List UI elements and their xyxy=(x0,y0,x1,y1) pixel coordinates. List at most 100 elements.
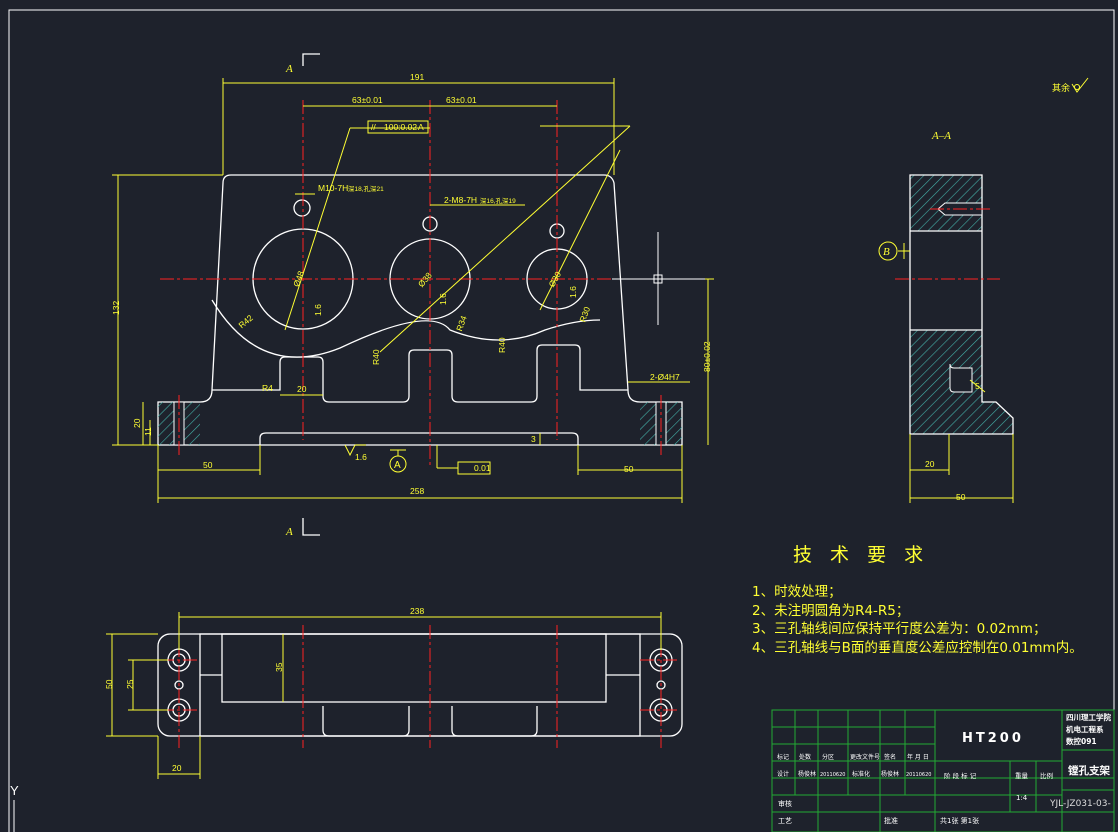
datum-a-circle xyxy=(389,455,407,473)
dim-parallelism-datum: A xyxy=(418,122,424,132)
requirements-title: 技 术 要 求 xyxy=(793,544,930,566)
side-dim-20: 20 xyxy=(925,459,935,469)
title-row1-c5: 签名 xyxy=(884,753,896,761)
thread-hole-left xyxy=(293,199,311,217)
dim-r34: R34 xyxy=(454,314,469,332)
title-sheets: 共1张 第1张 xyxy=(940,816,979,825)
title-review: 审核 xyxy=(778,799,792,808)
dim-thread-2: 2-M8-7H xyxy=(444,195,477,205)
dim-bore-rough-b: 1.6 xyxy=(438,293,448,305)
datum-a-label: A xyxy=(394,460,401,471)
dim-total-258: 258 xyxy=(410,486,424,496)
title-row2-c3: 20110620 xyxy=(820,772,845,778)
title-row2-c5: 杨俊林 xyxy=(881,770,899,778)
dim-h11: 11 xyxy=(143,427,153,436)
dim-thread-1-depth: 深18,孔深21 xyxy=(348,184,384,193)
dim-parallelism-symbol: // xyxy=(371,122,376,132)
title-stage-1: 阶 段 标 记 xyxy=(944,771,977,780)
roughness-symbol-icon xyxy=(1071,77,1089,93)
front-body-outline xyxy=(157,174,683,446)
side-view xyxy=(909,174,1014,435)
requirement-3: 3、三孔轴线间应保持平行度公差为：0.02mm； xyxy=(752,621,1047,637)
side-pocket xyxy=(949,363,973,393)
front-dimensions xyxy=(112,78,714,503)
dim-r40a: R40 xyxy=(371,349,381,365)
front-view xyxy=(157,174,683,446)
title-row1-c2: 处数 xyxy=(799,753,811,761)
dim-r40b: R40 xyxy=(497,337,507,353)
requirement-2: 2、未注明圆角为R4-R5； xyxy=(752,603,910,619)
title-row1-c6: 年 月 日 xyxy=(907,753,929,761)
side-dim-5: 5 xyxy=(975,381,980,391)
dim-parallelism-value: 100:0.02 xyxy=(384,122,417,132)
title-material: HT200 xyxy=(962,731,1024,746)
top-dim-50: 50 xyxy=(104,679,114,689)
requirement-1: 1、时效处理； xyxy=(752,584,842,600)
top-dim-238: 238 xyxy=(410,606,424,616)
dim-bore-rough-c: 1.6 xyxy=(568,286,578,298)
side-hatch-foot xyxy=(982,402,1013,434)
title-approve: 批准 xyxy=(884,816,898,825)
section-title: A–A xyxy=(931,130,951,142)
dim-bore-2: Ø38 xyxy=(416,270,434,289)
dim-r4: R4 xyxy=(262,383,273,393)
title-row2-c1: 设计 xyxy=(777,770,789,778)
section-mark-bottom: A xyxy=(285,526,293,538)
dim-w20: 20 xyxy=(297,384,307,394)
dim-spacing-right: 63±0.01 xyxy=(446,95,477,105)
title-row2-c2: 杨俊林 xyxy=(798,770,816,778)
dim-r42: R42 xyxy=(236,312,255,330)
title-school-1: 四川理工学院 xyxy=(1066,712,1111,722)
top-view xyxy=(157,633,683,737)
title-drawing-no: YJL-JZ031-03- xyxy=(1049,799,1111,809)
top-dim-35: 35 xyxy=(274,662,284,672)
dim-thread-1: M10-7H xyxy=(318,183,348,193)
dim-h3: 3 xyxy=(531,434,536,444)
title-school-3: 数控091 xyxy=(1066,736,1097,746)
title-row1-c1: 标记 xyxy=(777,753,789,761)
title-part-name: 镗孔支架 xyxy=(1068,764,1110,777)
boss-arcs xyxy=(211,299,601,358)
roughness-circle-icon xyxy=(1074,84,1080,90)
dim-spacing-left: 63±0.01 xyxy=(352,95,383,105)
title-scale: 1:4 xyxy=(1016,794,1028,802)
section-mark-top: A xyxy=(285,63,293,75)
dim-dowel: 2-Ø4H7 xyxy=(650,372,680,382)
title-block xyxy=(771,709,1115,832)
dim-thread-2-depth: 深16,孔深19 xyxy=(480,196,516,205)
side-dim-50: 50 xyxy=(956,492,966,502)
dim-height-80: 80±0.02 xyxy=(702,341,712,372)
sheet-border xyxy=(8,9,1115,832)
bottom-slot xyxy=(259,432,579,445)
dim-rough-16: 1.6 xyxy=(355,452,367,462)
dim-w50-right: 50 xyxy=(624,464,634,474)
dim-bore-rough-a: 1.6 xyxy=(313,304,323,316)
crosshair-cursor-icon xyxy=(612,232,705,325)
dim-flatness: 0.01 xyxy=(474,463,491,473)
dim-overall-width: 191 xyxy=(410,72,424,82)
title-row1-c3: 分区 xyxy=(822,753,834,761)
title-stage-2: 重量 xyxy=(1015,772,1029,780)
title-row2-c4: 标准化 xyxy=(852,770,870,778)
top-centerlines xyxy=(160,620,680,748)
title-row1-c4: 更改文件号 xyxy=(850,753,880,761)
title-process: 工艺 xyxy=(778,817,792,825)
top-dim-20: 20 xyxy=(172,763,182,773)
ucs-y-label: Y xyxy=(10,783,19,798)
requirement-4: 4、三孔轴线与B面的垂直度公差应控制在0.01mm内。 xyxy=(752,640,1083,656)
side-centerlines xyxy=(895,208,1000,280)
title-row2-c6: 20110620 xyxy=(906,772,931,778)
side-dimensions xyxy=(898,243,1014,503)
dim-height-132: 132 xyxy=(111,301,121,315)
section-cut-marks xyxy=(302,53,320,536)
front-centerlines xyxy=(160,100,662,465)
title-stage-3: 比例 xyxy=(1040,771,1053,780)
dim-h20: 20 xyxy=(132,418,142,428)
roughness-note: 其余 xyxy=(1052,82,1070,94)
title-school-2: 机电工程系 xyxy=(1066,724,1104,734)
top-dim-25: 25 xyxy=(125,679,135,689)
datum-b-label: B xyxy=(883,246,890,258)
dim-w50-left: 50 xyxy=(203,460,213,470)
datum-b-circle xyxy=(878,241,898,261)
